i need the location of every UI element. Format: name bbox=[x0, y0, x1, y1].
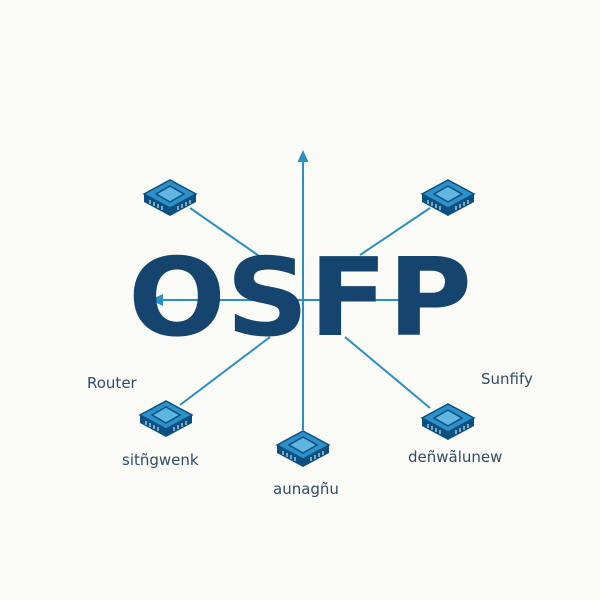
diagram-title: OSFP bbox=[128, 236, 472, 361]
link-top-left bbox=[189, 207, 263, 259]
router-icon-top-left bbox=[143, 179, 197, 217]
link-bottom-left bbox=[179, 336, 271, 406]
router-icon-bottom-left bbox=[139, 400, 193, 438]
label-bottom-right: deñwãlunew bbox=[408, 448, 502, 466]
link-bottom-right bbox=[344, 336, 431, 409]
arrowhead-icon bbox=[150, 294, 163, 306]
label-router: Router bbox=[87, 374, 138, 392]
router-icon-bottom-right bbox=[421, 403, 475, 441]
label-bottom-center: aunagñu bbox=[273, 480, 339, 498]
label-right: Sunfify bbox=[481, 370, 533, 388]
router-icon-top-right bbox=[421, 179, 475, 217]
arrowhead-icon bbox=[297, 150, 309, 162]
label-bottom-left: sitñgwenk bbox=[122, 451, 199, 469]
router-icon-bottom-center bbox=[276, 430, 330, 468]
link-top-right bbox=[359, 207, 431, 256]
